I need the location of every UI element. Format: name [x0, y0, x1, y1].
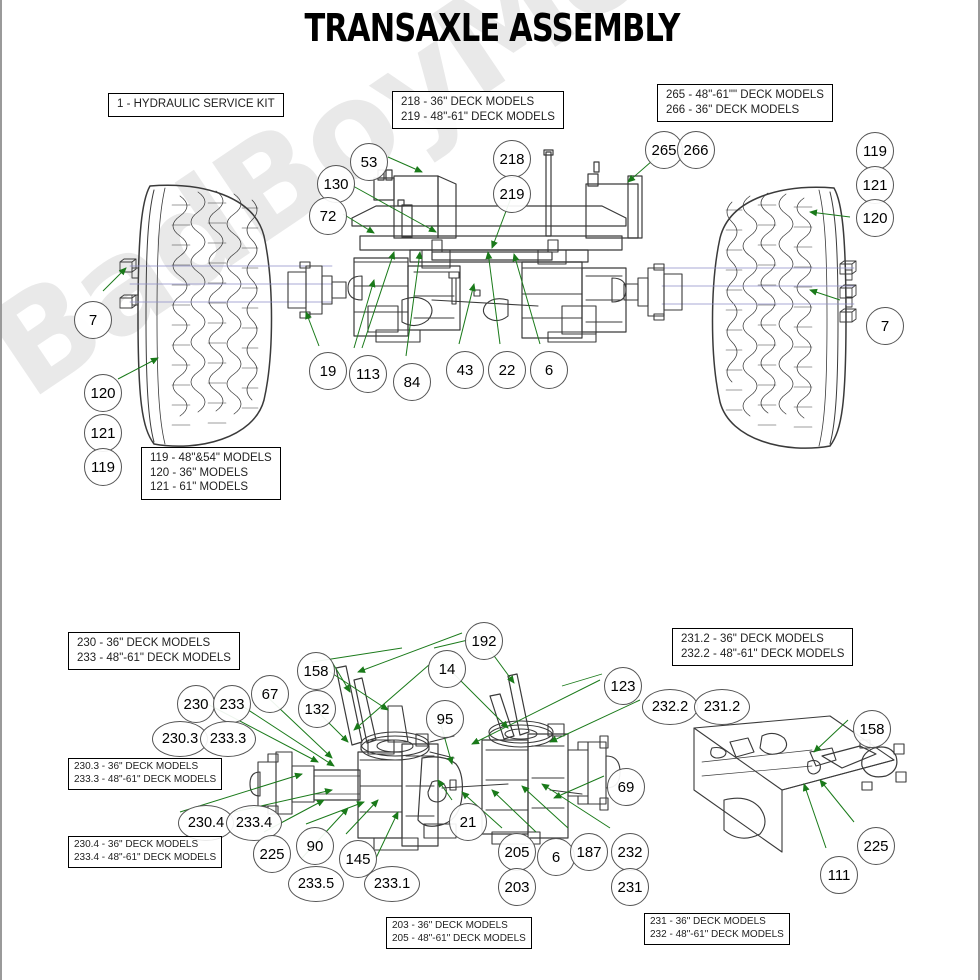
callout-119l[interactable]: 119 — [84, 448, 122, 486]
note-models-119-120-121: 119 - 48"&54" MODELS 120 - 36" MODELS 12… — [141, 447, 281, 500]
callout-232[interactable]: 232 — [611, 833, 649, 871]
note-line: 233 - 48"-61" DECK MODELS — [77, 651, 231, 664]
note-line: 1 - HYDRAULIC SERVICE KIT — [117, 98, 275, 110]
note-hydraulic-service-kit: 1 - HYDRAULIC SERVICE KIT — [108, 93, 284, 117]
right-hub — [623, 263, 683, 321]
callout-219[interactable]: 219 — [493, 175, 531, 213]
callout-187[interactable]: 187 — [570, 833, 608, 871]
callout-203[interactable]: 203 — [498, 868, 536, 906]
left-rear-wheel — [131, 184, 273, 447]
callout-7l[interactable]: 7 — [74, 301, 112, 339]
callout-95[interactable]: 95 — [426, 700, 464, 738]
callout-120t[interactable]: 120 — [856, 199, 894, 237]
callout-121t[interactable]: 121 — [856, 166, 894, 204]
left-hub — [287, 261, 347, 319]
note-deck-231-232: 231 - 36" DECK MODELS 232 - 48"-61" DECK… — [644, 913, 790, 945]
note-line: 230.3 - 36" DECK MODELS — [74, 761, 199, 772]
note-line: 205 - 48"-61" DECK MODELS — [392, 932, 526, 944]
note-line: 120 - 36" MODELS — [150, 466, 249, 479]
axle-center-lines — [129, 265, 855, 305]
callout-111[interactable]: 111 — [820, 856, 858, 894]
bottom-left-transaxle — [335, 665, 439, 851]
note-deck-218-219: 218 - 36" DECK MODELS 219 - 48"-61" DECK… — [392, 91, 564, 129]
callout-22[interactable]: 22 — [488, 351, 526, 389]
callout-119t[interactable]: 119 — [856, 132, 894, 170]
page-title: TRANSAXLE ASSEMBLY — [304, 6, 680, 50]
note-line: 231 - 36" DECK MODELS — [650, 916, 766, 927]
callout-53[interactable]: 53 — [350, 143, 388, 181]
callout-230[interactable]: 230 — [177, 685, 215, 723]
callout-158b[interactable]: 158 — [297, 652, 335, 690]
callout-121l[interactable]: 121 — [84, 414, 122, 452]
callout-123[interactable]: 123 — [604, 667, 642, 705]
note-line: 232.2 - 48"-61" DECK MODELS — [681, 647, 845, 660]
note-deck-2303-2333: 230.3 - 36" DECK MODELS 233.3 - 48"-61" … — [68, 758, 223, 790]
note-deck-2304-2334: 230.4 - 36" DECK MODELS 233.4 - 48"-61" … — [68, 836, 223, 868]
callout-132[interactable]: 132 — [298, 690, 336, 728]
callout-72[interactable]: 72 — [309, 197, 347, 235]
note-line: 233.4 - 48"-61" DECK MODELS — [74, 851, 217, 863]
callout-69[interactable]: 69 — [607, 768, 645, 806]
callout-14[interactable]: 14 — [428, 650, 466, 688]
callout-158r[interactable]: 158 — [853, 710, 891, 748]
note-line: 218 - 36" DECK MODELS — [401, 96, 535, 108]
note-line: 119 - 48"&54" MODELS — [150, 452, 272, 464]
note-deck-2312-2322: 231.2 - 36" DECK MODELS 232.2 - 48"-61" … — [672, 628, 854, 666]
callout-84[interactable]: 84 — [393, 363, 431, 401]
right-rear-wheel — [711, 186, 853, 449]
callout-120l[interactable]: 120 — [84, 374, 122, 412]
callout-192[interactable]: 192 — [465, 622, 503, 660]
callout-225r[interactable]: 225 — [857, 827, 895, 865]
right-lug-nuts — [839, 260, 857, 323]
note-line: 219 - 48"-61" DECK MODELS — [401, 110, 555, 123]
note-line: 230.4 - 36" DECK MODELS — [74, 839, 199, 850]
callout-231[interactable]: 231 — [611, 868, 649, 906]
callout-231.2[interactable]: 231.2 — [694, 689, 750, 725]
callout-90[interactable]: 90 — [296, 827, 334, 865]
callout-21[interactable]: 21 — [449, 803, 487, 841]
callout-43[interactable]: 43 — [446, 351, 484, 389]
note-line: 121 - 61" MODELS — [150, 481, 249, 493]
right-transaxle-top — [482, 239, 627, 343]
note-deck-203-205: 203 - 36" DECK MODELS 205 - 48"-61" DECK… — [386, 917, 532, 949]
callout-7r[interactable]: 7 — [866, 307, 904, 345]
note-line: 231.2 - 36" DECK MODELS — [681, 633, 824, 645]
note-line: 265 - 48"-61"" DECK MODELS — [666, 89, 824, 101]
callout-218[interactable]: 218 — [493, 140, 531, 178]
callout-67[interactable]: 67 — [251, 675, 289, 713]
note-line: 266 - 36" DECK MODELS — [666, 103, 800, 116]
callout-113[interactable]: 113 — [349, 355, 387, 393]
callout-205[interactable]: 205 — [498, 833, 536, 871]
note-deck-230-233: 230 - 36" DECK MODELS 233 - 48"-61" DECK… — [68, 632, 240, 670]
note-line: 230 - 36" DECK MODELS — [77, 637, 211, 649]
callout-233[interactable]: 233 — [213, 685, 251, 723]
callout-232.2[interactable]: 232.2 — [642, 689, 698, 725]
callout-130[interactable]: 130 — [317, 165, 355, 203]
callout-233.5[interactable]: 233.5 — [288, 866, 344, 902]
left-lug-nuts — [119, 258, 137, 309]
callout-233.1[interactable]: 233.1 — [364, 866, 420, 902]
bottom-right-transaxle — [481, 673, 569, 845]
callout-6t[interactable]: 6 — [530, 351, 568, 389]
callout-19[interactable]: 19 — [309, 352, 347, 390]
note-line: 232 - 48"-61" DECK MODELS — [650, 928, 784, 940]
callout-266[interactable]: 266 — [677, 131, 715, 169]
note-deck-265-266: 265 - 48"-61"" DECK MODELS 266 - 36" DEC… — [657, 84, 833, 122]
callout-225b[interactable]: 225 — [253, 835, 291, 873]
note-line: 203 - 36" DECK MODELS — [392, 920, 508, 931]
callout-233.3[interactable]: 233.3 — [200, 721, 256, 757]
note-line: 233.3 - 48"-61" DECK MODELS — [74, 773, 217, 785]
left-transaxle-top — [347, 239, 461, 343]
callout-6b[interactable]: 6 — [537, 838, 575, 876]
